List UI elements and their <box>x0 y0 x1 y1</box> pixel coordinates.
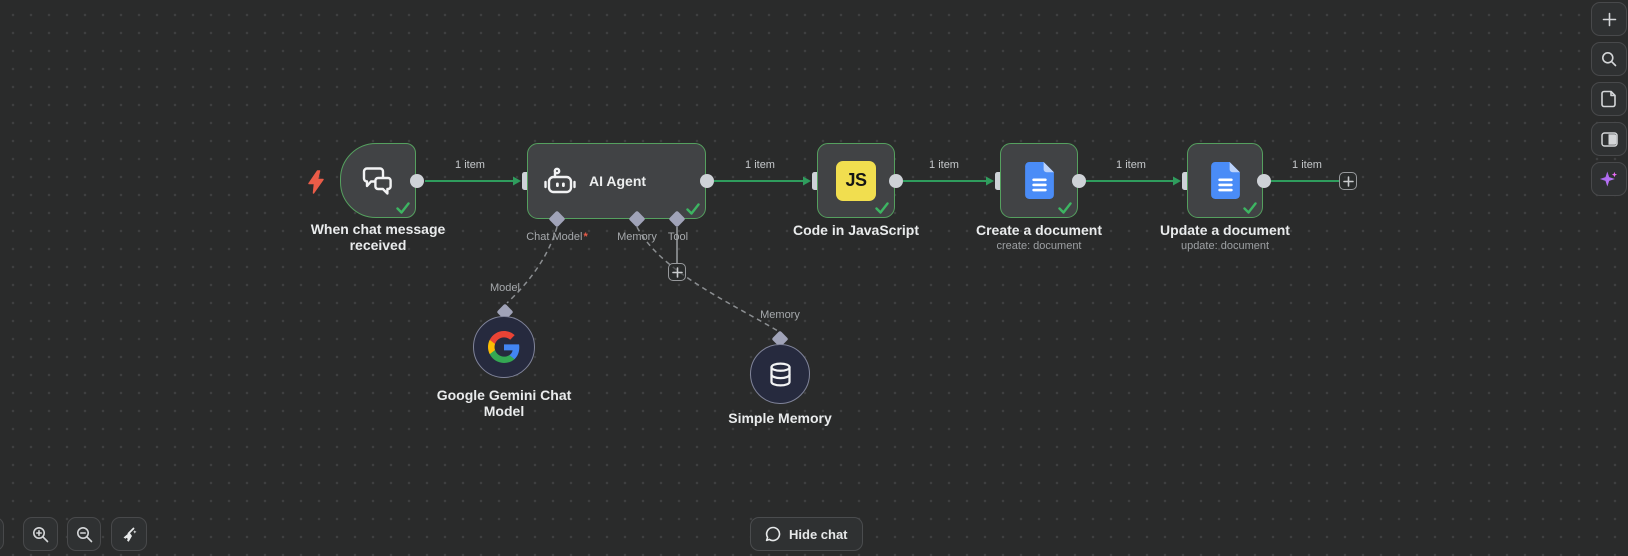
sidebar-panel-button[interactable] <box>1591 122 1627 156</box>
port-label-text: Memory <box>760 309 800 321</box>
input-port[interactable] <box>995 172 1004 190</box>
output-port[interactable] <box>1257 174 1271 188</box>
node-code[interactable]: JS <box>817 143 895 218</box>
node-gemini-model[interactable] <box>473 316 535 378</box>
plus-icon <box>1342 175 1354 187</box>
port-label-text: Chat Model <box>526 231 583 243</box>
input-port[interactable] <box>812 172 821 190</box>
connection-label: 1 item <box>455 159 485 171</box>
success-check-icon <box>1058 202 1072 214</box>
chat-bubble-icon <box>765 526 781 542</box>
port-label-memory: Memory <box>607 231 667 243</box>
port-label-memory: Memory <box>750 309 810 321</box>
input-port[interactable] <box>1182 172 1191 190</box>
sidebar-file-button[interactable] <box>1591 82 1627 116</box>
node-title: AI Agent <box>589 173 647 189</box>
node-title: Simple Memory <box>728 410 832 426</box>
add-tool-button[interactable] <box>668 263 686 281</box>
sidebar-search-button[interactable] <box>1591 42 1627 76</box>
connection-label: 1 item <box>1292 159 1322 171</box>
google-g-icon <box>488 331 520 363</box>
google-docs-icon <box>1210 162 1240 199</box>
node-chat-trigger[interactable] <box>340 143 416 218</box>
robot-icon <box>544 167 576 194</box>
port-label-text: Model <box>490 282 520 294</box>
output-port[interactable] <box>1072 174 1086 188</box>
port-label-text: Memory <box>617 231 657 243</box>
database-icon <box>769 361 791 387</box>
lightning-icon <box>308 170 324 194</box>
node-title: Code in JavaScript <box>792 222 920 238</box>
required-marker: * <box>583 231 588 243</box>
plus-icon <box>671 266 683 278</box>
zoom-in-icon <box>33 526 49 542</box>
zoom-out-button[interactable] <box>67 517 101 551</box>
zoom-out-icon <box>76 526 92 542</box>
connection-label: 1 item <box>1116 159 1146 171</box>
node-ai-agent[interactable]: AI Agent <box>527 143 706 219</box>
node-update-document[interactable] <box>1187 143 1263 218</box>
chat-trigger-icon <box>362 166 392 195</box>
sidebar-ai-assistant-button[interactable] <box>1591 162 1627 196</box>
file-icon <box>1601 90 1616 108</box>
node-title: Create a document <box>975 222 1103 238</box>
success-check-icon <box>1243 202 1257 214</box>
success-check-icon <box>875 202 889 214</box>
output-port[interactable] <box>410 174 424 188</box>
hide-chat-button[interactable]: Hide chat <box>750 517 863 551</box>
plus-icon <box>1602 12 1616 26</box>
partial-button[interactable] <box>0 517 4 551</box>
node-title: Google Gemini Chat Model <box>436 387 572 419</box>
google-docs-icon <box>1024 162 1054 199</box>
success-check-icon <box>686 203 700 215</box>
node-subtitle: update: document <box>1180 240 1270 252</box>
port-label-model: Model <box>475 282 535 294</box>
js-icon-text: JS <box>845 170 867 190</box>
zoom-in-button[interactable] <box>23 517 58 551</box>
node-simple-memory[interactable] <box>750 344 810 404</box>
node-title: When chat message received <box>310 221 446 253</box>
tidy-up-button[interactable] <box>111 517 147 551</box>
port-label-chat-model: Chat Model* <box>512 231 602 243</box>
port-label-tool: Tool <box>653 231 703 243</box>
node-create-document[interactable] <box>1000 143 1078 218</box>
connection-label: 1 item <box>929 159 959 171</box>
split-panel-icon <box>1600 131 1618 147</box>
hide-chat-label: Hide chat <box>789 526 848 542</box>
add-node-button[interactable] <box>1339 172 1357 190</box>
broom-icon <box>123 527 137 542</box>
success-check-icon <box>396 202 410 214</box>
ai-sparkle-icon <box>1599 171 1618 187</box>
output-port[interactable] <box>889 174 903 188</box>
node-subtitle: create: document <box>996 240 1082 252</box>
port-label-text: Tool <box>667 231 689 243</box>
connection-label: 1 item <box>745 159 775 171</box>
node-title: Update a document <box>1160 222 1290 238</box>
output-port[interactable] <box>700 174 714 188</box>
input-port[interactable] <box>522 172 531 190</box>
search-icon <box>1602 52 1617 67</box>
sidebar-plus-button[interactable] <box>1591 2 1627 36</box>
js-icon: JS <box>836 160 876 201</box>
